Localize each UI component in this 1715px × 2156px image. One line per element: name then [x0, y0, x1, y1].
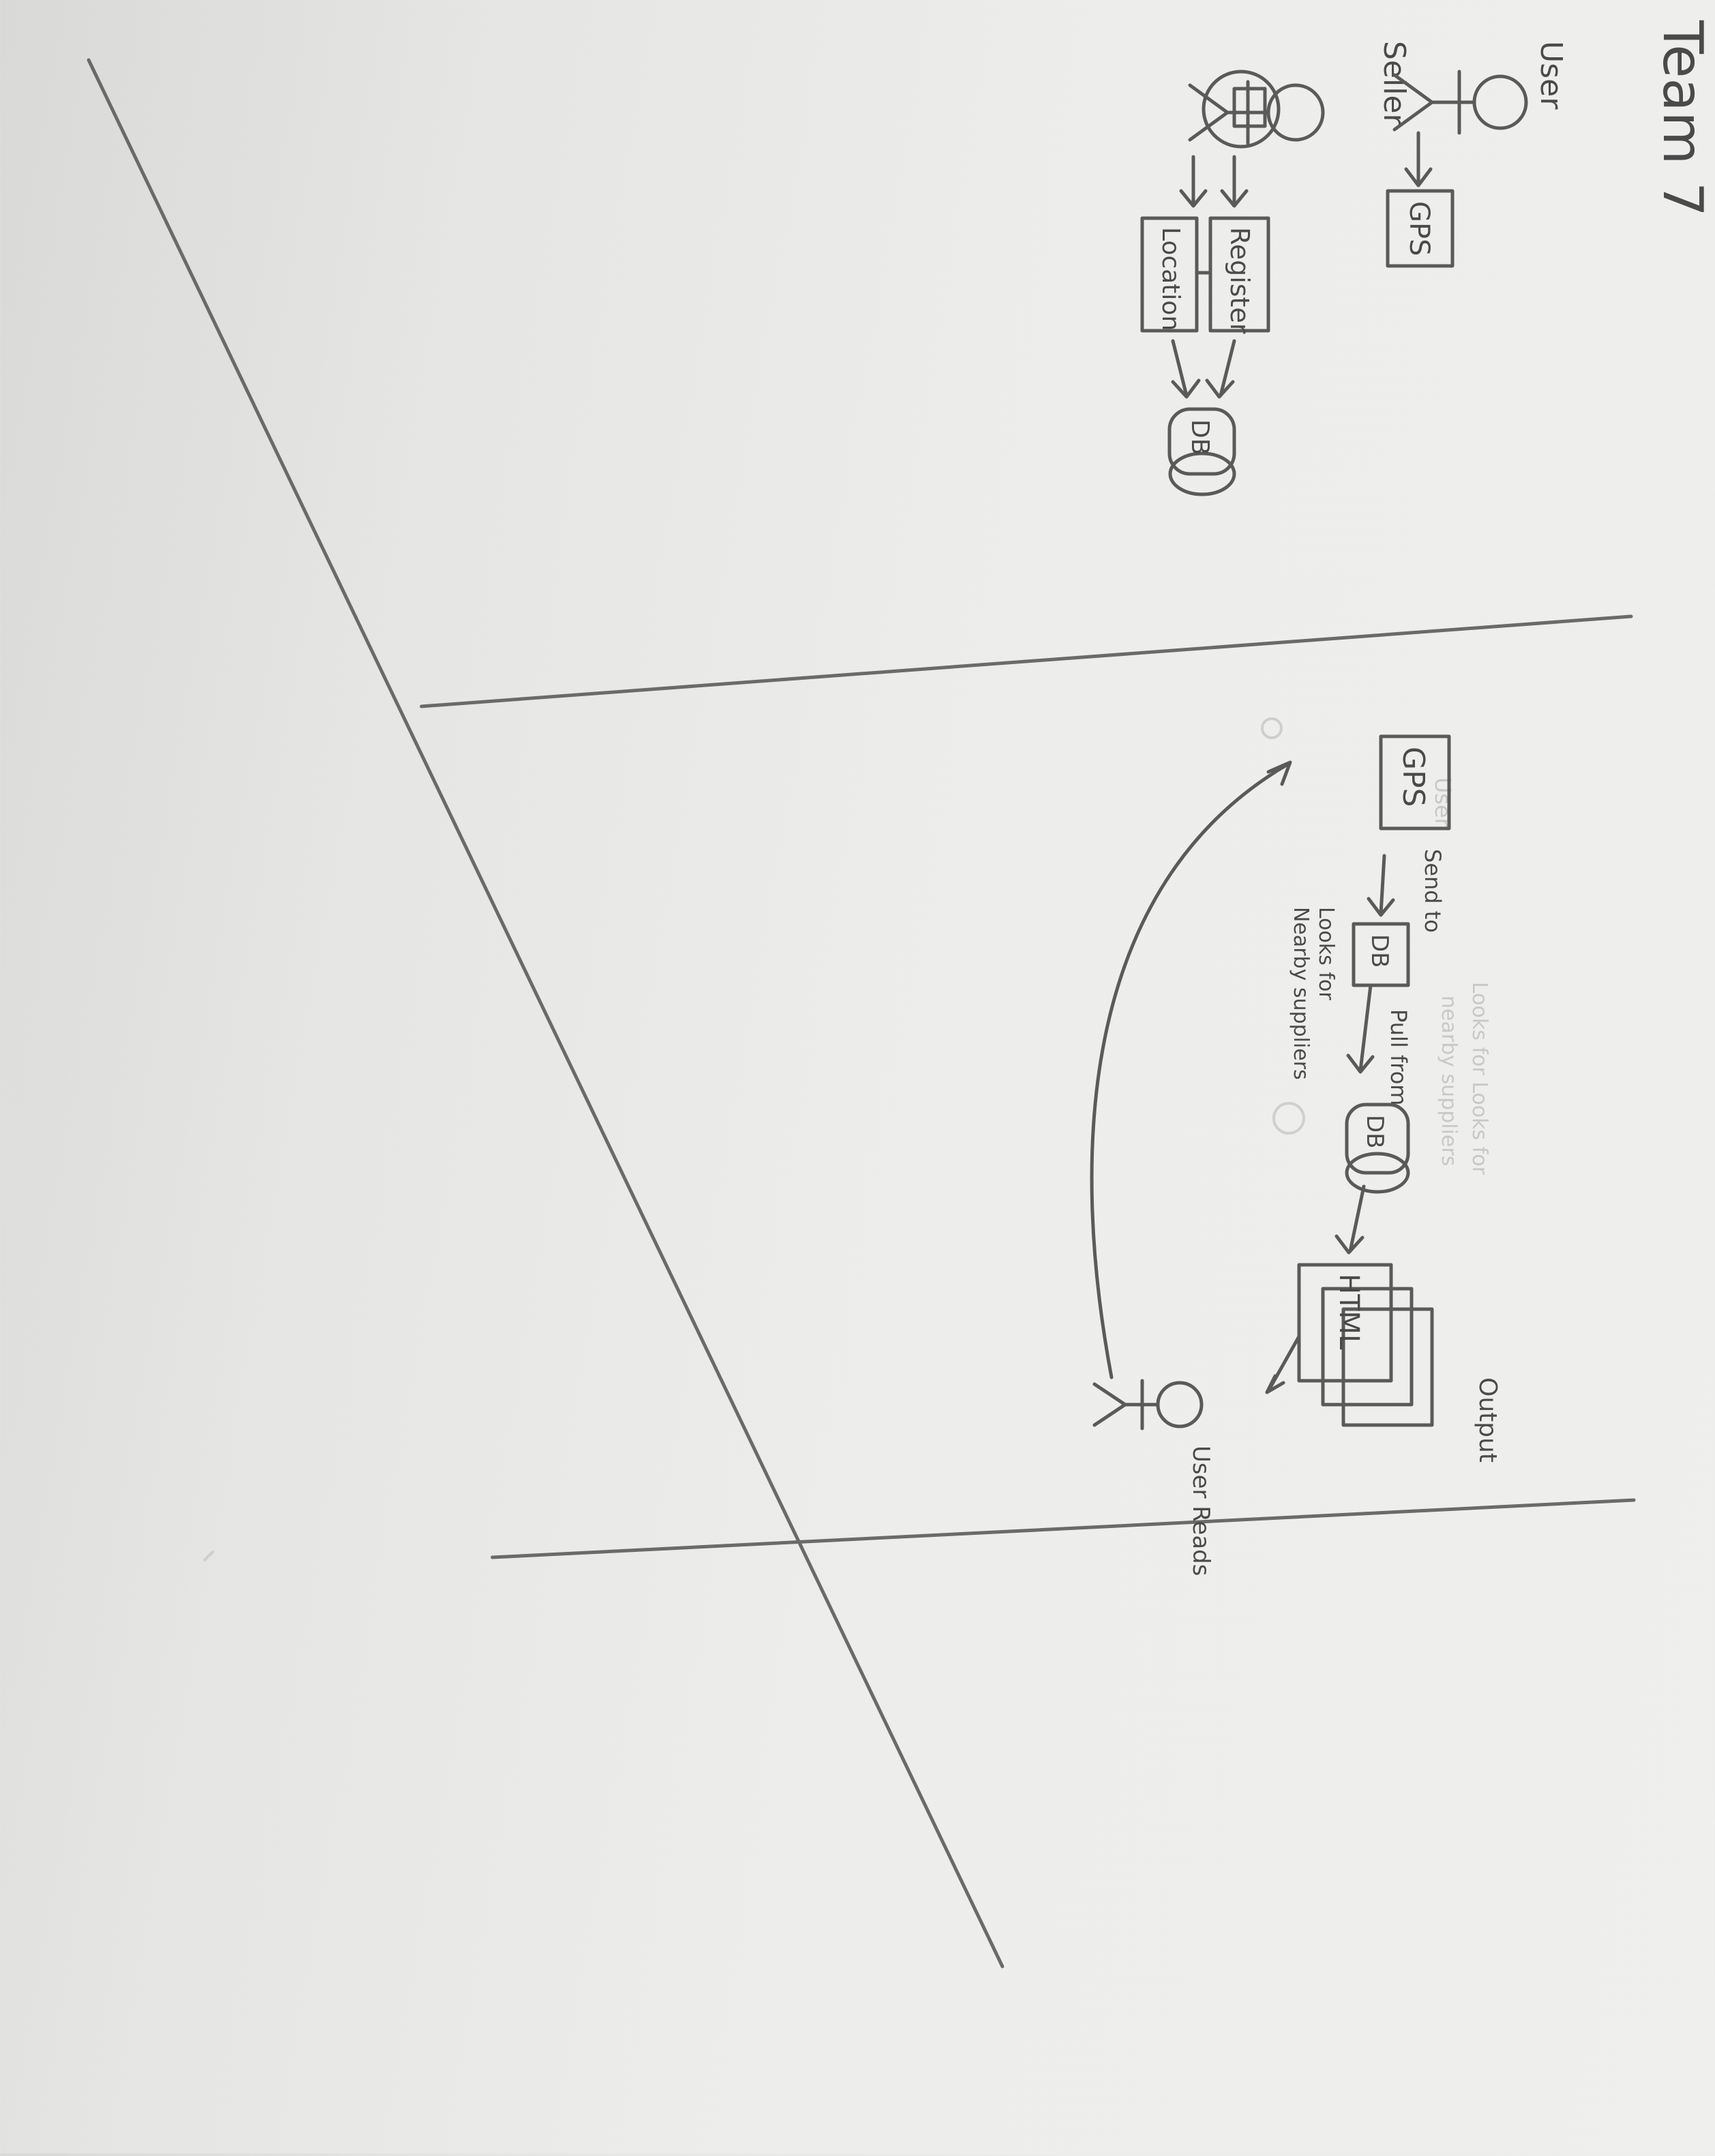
seller-to-location-arrow	[1179, 155, 1208, 208]
html-box-label: HTML	[1333, 1274, 1364, 1350]
seller-to-register-arrow	[1220, 155, 1249, 208]
output-page-mid	[1321, 1287, 1414, 1407]
db-box-label: DB	[1366, 934, 1393, 968]
feedback-arrow	[1090, 760, 1292, 1379]
reader-stick-figure-icon	[1092, 1379, 1204, 1431]
registration-panel: Team 7 User Seller GPS Register Location	[1140, 20, 1714, 496]
gps-box-label: GPS	[1403, 201, 1435, 256]
reader-label: User Reads	[1187, 1446, 1214, 1576]
send-to-label: Send to	[1420, 849, 1446, 933]
database-to-html-arrow	[1334, 1184, 1366, 1255]
page-title: Team 7	[1651, 20, 1714, 217]
ghost-nearby-text: nearby suppliers	[1437, 995, 1461, 1166]
register-to-db-arrow	[1205, 339, 1236, 399]
output-label: Output	[1474, 1377, 1502, 1463]
html-page-box	[1297, 1263, 1393, 1383]
gps-box	[1386, 189, 1455, 268]
user-to-gps-arrow	[1404, 131, 1433, 188]
shop-icon	[1202, 70, 1281, 149]
pull-from-label: Pull from	[1386, 1009, 1412, 1105]
looks-for-label: Looks for	[1314, 907, 1338, 1000]
register-box-label: Register	[1225, 227, 1255, 334]
location-to-db-arrow	[1171, 339, 1201, 399]
db-to-database-arrow	[1346, 983, 1375, 1074]
database-icon	[1167, 407, 1236, 496]
user-actor-label: User	[1534, 41, 1568, 110]
database-2-label: DB	[1361, 1115, 1388, 1149]
seller-stick-figure-icon	[1188, 80, 1325, 145]
html-to-reader-arrow	[1265, 1334, 1301, 1394]
output-page-back	[1341, 1307, 1434, 1427]
database-icon-2	[1345, 1103, 1410, 1194]
upper-horizontal-divider	[419, 614, 1633, 708]
user-stick-figure-icon	[1392, 70, 1528, 135]
ghost-looks-for-text: Looks for Looks for	[1467, 982, 1491, 1176]
nearby-suppliers-label: Nearby suppliers	[1289, 907, 1313, 1080]
gps-box-2	[1379, 734, 1451, 830]
lower-horizontal-divider	[490, 1498, 1636, 1559]
db-box	[1352, 922, 1410, 987]
gps-to-db-arrow	[1367, 854, 1395, 917]
faint-mark	[1261, 717, 1283, 739]
location-box-label: Location	[1157, 227, 1184, 331]
lookup-flow-panel: User Looks for Looks for nearby supplier…	[1090, 734, 1502, 1576]
faint-mark	[1272, 1102, 1305, 1135]
gps-box-2-label: GPS	[1396, 747, 1431, 807]
db-label: DB	[1186, 419, 1214, 455]
ghost-user-text: User	[1430, 777, 1456, 828]
faint-mark	[203, 1551, 214, 1561]
vertical-divider	[87, 58, 1004, 1968]
